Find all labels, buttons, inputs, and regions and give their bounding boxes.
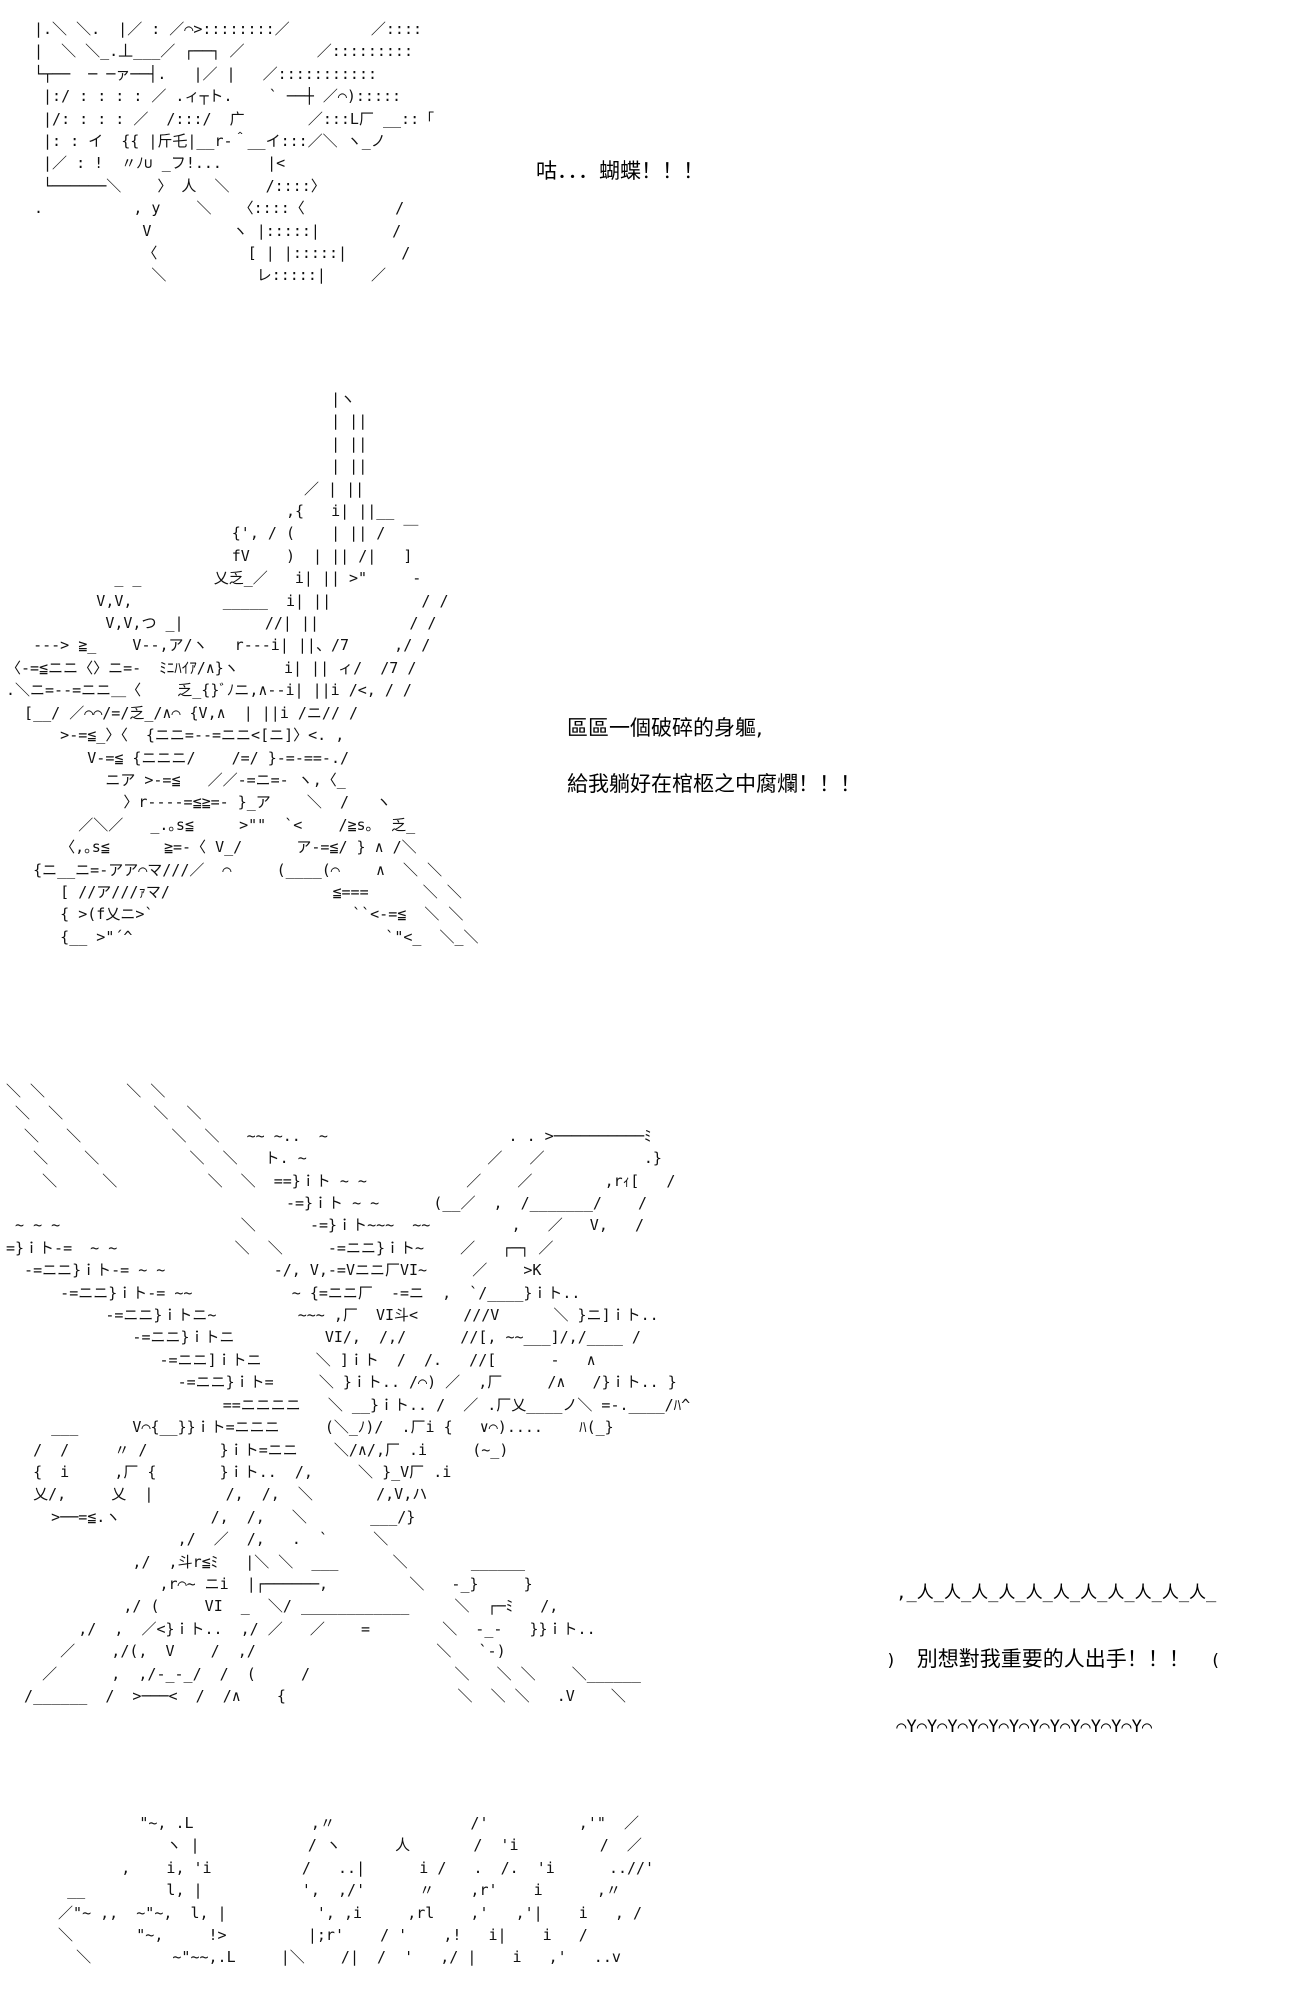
ascii-art-line: 〈 [ | |:::::| / — [34, 244, 411, 263]
ascii-art-line: [__/ ／⌒⌒/=/乏_/∧⌒ {V,∧ | ||i /ニ// / — [6, 703, 359, 722]
ascii-art-line: __ l, | ', ,/' 〃 ,r' i ,〃 — [40, 1881, 621, 1900]
ascii-art-line: └──────＼ 〉 人 ＼ /::::〉 — [34, 176, 326, 195]
ascii-art-line: ＼ ＼ ＼ ＼ ~~ ~.. ~ . . >──────────ﾐ — [6, 1126, 652, 1145]
ascii-art-line: >-=≦_〉〈 {ニニ=--=ニニ<[ニ]〉<. , — [6, 726, 345, 745]
ascii-art-line: ,/ , ／<}ｉト.. ,/ ／ ／ = ＼ -_- }}ｉト.. — [6, 1619, 596, 1638]
ascii-art-line: ,/ ／ /, . ` ＼ — [6, 1530, 389, 1549]
ascii-art-line: fV ) | || /| ] — [6, 546, 413, 565]
ascii-art-line: {', / ( | || / ￣ — [6, 524, 419, 543]
ascii-art-line: 〈,｡s≦ ≧=-〈 V_/ ア-=≦/ } ∧ /＼ — [6, 838, 417, 857]
ascii-art-line: |／ : ! 〃ﾉ∪ _フ!... |< — [34, 154, 286, 173]
ascii-art-line: ＼ レ:::::| ／ — [34, 266, 387, 285]
ascii-art-line: -=ニニ}ｉト= ＼ }ｉト.. /⌒) ／ ,厂 /∧ /}ｉト.. } — [6, 1373, 677, 1392]
ascii-art-line: ヽ | / ヽ 人 / 'i / ／ — [40, 1836, 642, 1855]
ascii-art-line: |/: : : : ／ /:::/ 广 ／:::L厂 __::「 — [34, 109, 435, 128]
dialogue-line: 別想對我重要的人出手！！！ — [916, 1647, 1190, 1671]
ascii-art-line: ＼ ~"~~,.L |＼ /| / ' ,/ | i ,' ..v — [40, 1948, 621, 1967]
ascii-art-line: ＼ ＼ ＼ ＼ ==}ｉト ~ ~ ／ ／ ,rｨ[ / — [6, 1171, 676, 1190]
ascii-art-line: ,{ i| ||__ — [6, 502, 395, 521]
ascii-art-line: ／ , ,/-_-_/ / ( / ＼ ＼ ＼ ＼______ — [6, 1664, 641, 1683]
ascii-art-line: =}ｉト-= ~ ~ ＼ ＼ -=ニニ}ｉト~ ／ ┌─┐ ／ — [6, 1238, 554, 1257]
bubble-middle: ) 別想對我重要的人出手！！！ ( — [886, 1648, 1220, 1672]
ascii-art-line: | || — [6, 412, 368, 431]
ascii-art-line: ___ V⌒{__}}ｉト=ニニニ (＼_ﾉ)/ .厂i { ∨⌒).... ﾊ… — [6, 1418, 614, 1437]
ascii-art-line: V,V,つ _| //| || / / — [6, 614, 437, 633]
ascii-art-line: /______ / >───< / /∧ { ＼ ＼ ＼ .V ＼ — [6, 1686, 626, 1705]
ascii-art-line: | || — [6, 457, 368, 476]
ascii-art-line: -=ニニ}ｉト-= ~ ~ -/, V,-=Vニニ厂VI~ ／ >K — [6, 1261, 542, 1280]
ascii-art-line: 〉r----=≦≧=- }_ア ＼ / ヽ — [6, 793, 392, 812]
ascii-art-line: [ //ア///ｧマ/ ≦=== ＼ ＼ — [6, 882, 462, 901]
bubble-left-edge: ) — [886, 1651, 897, 1671]
ascii-art-line: {__ >"´^ `"<_ ＼_＼ — [6, 927, 479, 946]
ascii-art-line: -=ニニ]ｉトニ ＼ ]ｉト / /. //[ - ∧ — [6, 1350, 596, 1369]
ascii-art-line: V-=≦ {ニニニ/ /=/ }-=-==-./ — [6, 748, 350, 767]
ascii-art-panel-1: |.＼ ＼. |／ : ／⌒>::::::::／ ／::::| ＼ ＼_.丄__… — [34, 18, 434, 287]
ascii-art-line: ／"~ ,, ~"~, l, | ', ,i ,rl ,' ,'| i , / — [40, 1903, 642, 1922]
ascii-art-line: { >(f乂ニ>` ``<-=≦ ＼ ＼ — [6, 905, 464, 924]
dialogue-line: 給我躺好在棺柩之中腐爛！！！ — [567, 772, 861, 796]
ascii-art-line: _ _ 乂乏_／ i| || >" - — [6, 569, 422, 588]
ascii-art-line: |: : イ {{ |斤乇|__r‐＾__イ:::／＼ ヽ_ノ — [34, 132, 386, 151]
ascii-art-line: -=ニニ}ｉト-= ~~ ~ {=ニニ厂 -=ニ , `/____}ｉト.. — [6, 1283, 581, 1302]
ascii-art-line: V ヽ |:::::| / — [34, 221, 402, 240]
ascii-art-line: { i ,厂 { }ｉト.. /, ＼ }_V厂 .i — [6, 1462, 452, 1481]
bubble-bottom-edge: ⌒Y⌒Y⌒Y⌒Y⌒Y⌒Y⌒Y⌒Y⌒Y⌒Y⌒Y⌒Y⌒ — [886, 1717, 1153, 1737]
ascii-art-line: . , y ＼ 〈::::〈 / — [34, 199, 405, 218]
ascii-art-line: , i, 'i / ..| i / . /. 'i ..//' — [40, 1858, 655, 1877]
ascii-art-line: -=}ｉト ~ ~ (__／ , /_______/ / — [6, 1194, 648, 1213]
ascii-art-line: ＼ "~, !> |;r' / ' ,! i| i / — [40, 1926, 588, 1945]
dialogue-line: 咕．．．蝴蝶！！！ — [536, 159, 704, 183]
dialogue-line: 區區一個破碎的身軀, — [567, 716, 763, 740]
ascii-art-line: "~, .L ,〃 /' ,'" ／ — [40, 1814, 639, 1832]
speech-bubble-shout: ,_人_人_人_人_人_人_人_人_人_人_人_ ) 別想對我重要的人出手！！！… — [886, 1538, 1220, 1760]
ascii-art-line: -=ニニ}ｉトニ VI/, /,/ //[, ~~___]/,/____ / — [6, 1328, 641, 1347]
ascii-art-panel-3: ＼ ＼ ＼ ＼ ＼ ＼ ＼ ＼ ＼ ＼ ＼ ＼ ~~ ~.. ~ . . >──… — [6, 1080, 690, 1707]
ascii-art-line: | || — [6, 434, 368, 453]
ascii-art-line: ／＼／ _.｡s≦ >"" `< /≧s｡ 乏_ — [6, 815, 416, 834]
ascii-art-line: | ＼ ＼_.丄___／ ┌──┐ ／ ／::::::::: — [34, 42, 413, 61]
ascii-art-line: ,/ ,斗r≦ﾐ |＼ ＼ ___ ＼ ______ — [6, 1552, 526, 1571]
ascii-art-line: ニア >-=≦ ／／-=ニ=- ヽ,〈_ — [6, 770, 346, 789]
ascii-art-panel-4: "~, .L ,〃 /' ,'" ／ ヽ | / ヽ 人 / 'i / ／ , … — [40, 1812, 654, 1969]
ascii-art-line: ,r⌒~ ニi |┌──────, ＼ -_} } — [6, 1574, 533, 1593]
ascii-art-line: 乂/, 乂 | /, /, ＼ /,V,ハ — [6, 1485, 428, 1504]
ascii-art-line: >──=≦.ヽ /, /, ＼ ___/} — [6, 1507, 416, 1526]
ascii-art-line: ~ ~ ~ ＼ -=}ｉト~~~ ~~ , ／ V, / — [6, 1216, 644, 1235]
ascii-art-line: ／ | || — [6, 479, 365, 498]
ascii-art-panel-2: |ヽ | || | || | || ／ | || ,{ i| — [6, 388, 479, 948]
ascii-art-line: ＼ ＼ ＼ ＼ ト. ~ ／ ／ .} — [6, 1149, 662, 1168]
ascii-art-line: {ニ__ニ=-アア⌒マ///／ ⌒ (____(⌒ ∧ ＼ ＼ — [6, 860, 443, 879]
ascii-art-line: -=ニニ}ｉトニ~ ~~~ ,厂 VI斗< ///V ＼ }ニ]ｉト.. — [6, 1306, 659, 1325]
ascii-art-line: V,V, _____ i| || / / — [6, 591, 449, 610]
ascii-art-line: ==ニニニニ ＼ __}ｉト.. / ／ .厂乂____ノ＼ =-.____/ﾊ… — [6, 1395, 691, 1414]
ascii-art-line: |ヽ — [6, 390, 356, 408]
ascii-art-line: ＼ ＼ ＼ ＼ — [6, 1082, 166, 1100]
ascii-art-line: / / 〃 / }ｉト=ニニ ＼/∧/,厂 .i (~_) — [6, 1440, 509, 1459]
ascii-art-line: ,/ ( VI _ ＼/ ____________ ＼ ┌─ﾐ /, — [6, 1597, 559, 1616]
ascii-art-line: ---> ≧_ V--,ア/ヽ r---i| ||、/7 ,/ / — [6, 636, 431, 655]
ascii-art-line: |.＼ ＼. |／ : ／⌒>::::::::／ ／:::: — [34, 20, 423, 38]
ascii-art-line: 〈-=≦ニニ〈〉ニ=- ﾐﾆﾊｲｱ/∧}ヽ i| || ィ/ /7 / — [6, 658, 417, 677]
ascii-art-line: └┬── ─ ─ァ──┤. |／ | ／::::::::::: — [34, 64, 378, 83]
bubble-top-edge: ,_人_人_人_人_人_人_人_人_人_人_人_ — [886, 1583, 1217, 1603]
ascii-art-line: ＼ ＼ ＼ ＼ — [6, 1104, 202, 1123]
ascii-art-line: ／ ,/(, V / ,/ ＼ `-) — [6, 1642, 506, 1661]
ascii-art-line: .＼ニ=--=ニニ＿〈 乏_{}ﾞﾉニ,∧--i| ||i /<, / / — [6, 681, 412, 700]
bubble-right-edge: ( — [1189, 1651, 1221, 1671]
ascii-art-line: |:/ : : : : ／ .ィ┬ト. ` ──┼ ／⌒)::::: — [34, 87, 402, 106]
